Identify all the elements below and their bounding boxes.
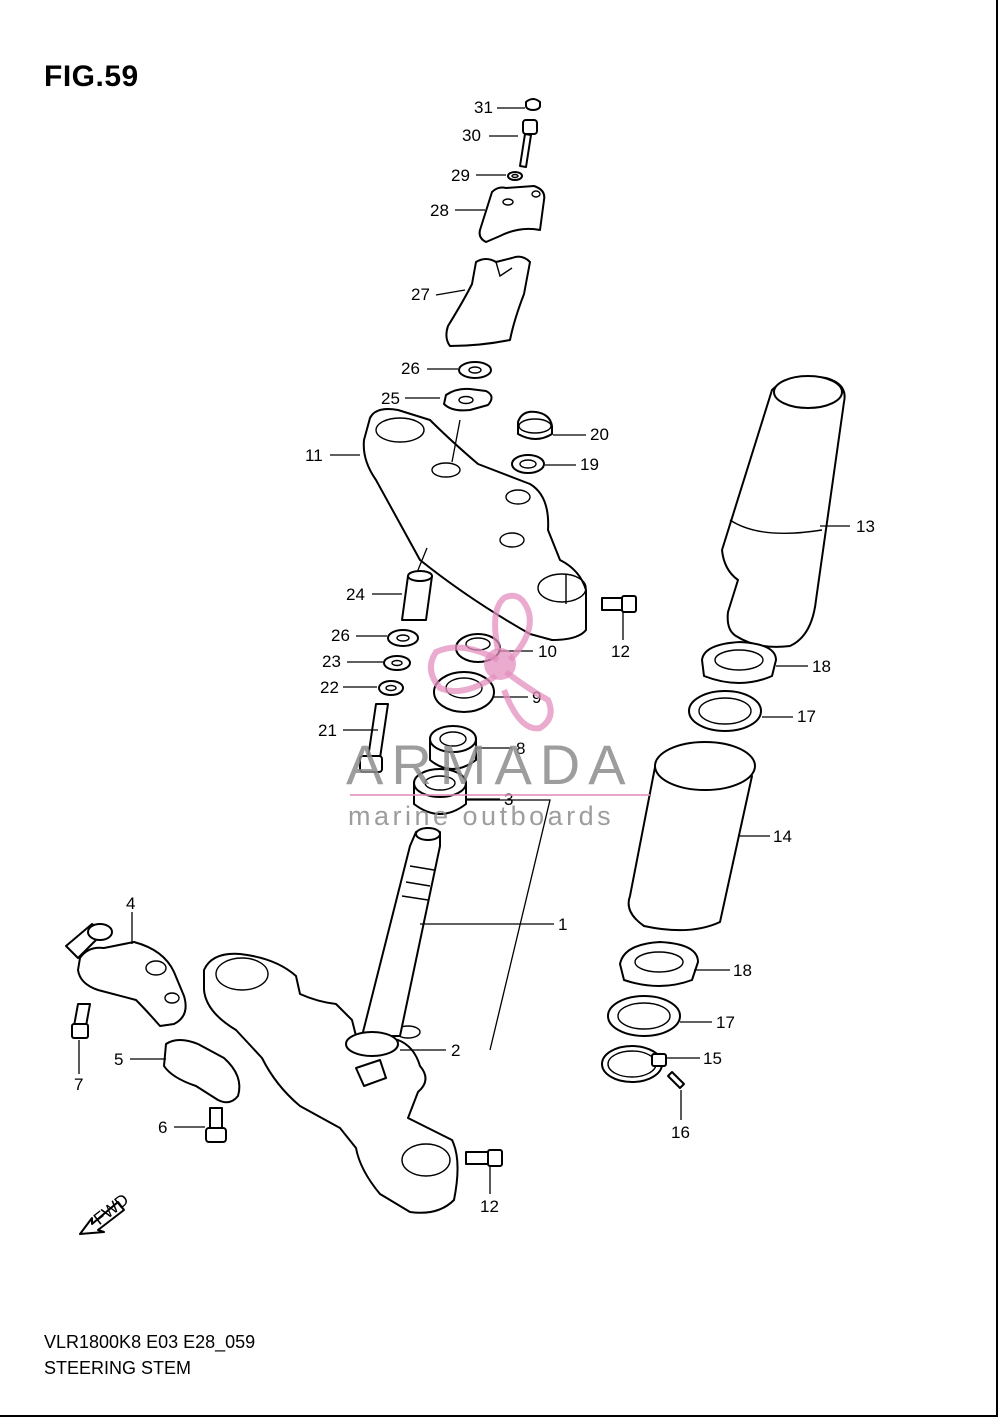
part-lock-cover-5 xyxy=(163,1039,241,1104)
callout-label-c4: 4 xyxy=(126,894,135,913)
callout-label-c19: 19 xyxy=(580,455,599,474)
part-washer-26-lower xyxy=(387,629,419,647)
part-plate-25 xyxy=(443,387,493,412)
part-bolt-6 xyxy=(205,1107,227,1143)
figure-title: FIG.59 xyxy=(44,60,139,93)
part-washer-17-lower xyxy=(607,995,681,1037)
callout-label-c12a: 12 xyxy=(611,642,630,661)
callout-label-c28: 28 xyxy=(430,201,449,220)
callout-label-c20: 20 xyxy=(590,425,609,444)
part-ring-18-lower xyxy=(619,941,699,987)
callout-label-c13: 13 xyxy=(856,517,875,536)
callout-label-c29: 29 xyxy=(451,166,470,185)
part-fork-cover-13 xyxy=(721,375,846,648)
callout-label-c30: 30 xyxy=(462,126,481,145)
part-bolt-12-upper xyxy=(601,595,637,613)
callout-leaders xyxy=(78,107,850,1194)
part-washer-17-upper xyxy=(688,690,762,732)
callout-label-c18a: 18 xyxy=(812,657,831,676)
callout-label-c11: 11 xyxy=(305,446,323,465)
callout-label-c31: 31 xyxy=(474,98,493,117)
callout-label-c16: 16 xyxy=(671,1123,690,1142)
part-steering-lock-4 xyxy=(65,923,187,1027)
callout-label-c24: 24 xyxy=(346,585,365,604)
part-bearing-8 xyxy=(429,725,477,770)
part-bolt-7 xyxy=(71,1003,91,1039)
callout-label-c21: 21 xyxy=(318,721,337,740)
part-washer-29 xyxy=(507,171,523,181)
part-fork-cover-14 xyxy=(627,741,756,932)
callout-label-c17a: 17 xyxy=(797,707,816,726)
part-bolt-30 xyxy=(519,119,538,168)
part-washer-26-upper xyxy=(458,361,492,379)
part-handlebar-holder-27 xyxy=(445,255,531,347)
callout-label-c15: 15 xyxy=(703,1049,722,1068)
part-bolt-21 xyxy=(359,703,389,773)
callout-label-c7: 7 xyxy=(74,1075,83,1094)
part-washer-19 xyxy=(511,454,545,474)
part-washer-23 xyxy=(383,655,411,671)
callout-label-c9: 9 xyxy=(532,688,541,707)
part-bolt-12-lower xyxy=(465,1149,503,1167)
part-clamp-15 xyxy=(601,1045,667,1083)
part-upper-bracket-11 xyxy=(362,408,587,641)
callout-label-c10: 10 xyxy=(538,642,557,661)
callout-label-c5: 5 xyxy=(114,1050,123,1069)
part-washer-22 xyxy=(378,680,404,696)
callout-label-c12b: 12 xyxy=(480,1197,499,1216)
callout-label-c8: 8 xyxy=(516,739,525,758)
callout-label-c26b: 26 xyxy=(331,626,350,645)
watermark-brand: ARMADA xyxy=(346,733,634,796)
watermark-tagline: marine outboards xyxy=(348,801,615,831)
callout-label-c27: 27 xyxy=(411,285,430,304)
callout-label-c22: 22 xyxy=(320,678,339,697)
callout-label-c17b: 17 xyxy=(716,1013,735,1032)
model-code: VLR1800K8 E03 E28_059 xyxy=(44,1332,256,1352)
part-steering-stem-1 xyxy=(203,827,459,1214)
part-bearing-3 xyxy=(413,768,467,815)
callout-label-c3: 3 xyxy=(504,790,513,809)
callout-label-c26a: 26 xyxy=(401,359,420,378)
callout-label-c6: 6 xyxy=(158,1118,167,1137)
part-screw-16 xyxy=(667,1071,685,1089)
callout-label-c18b: 18 xyxy=(733,961,752,980)
watermark-rule xyxy=(350,794,650,796)
part-spacer-24 xyxy=(401,570,433,621)
callout-label-c1: 1 xyxy=(558,915,567,934)
part-ring-18-upper xyxy=(701,641,777,684)
part-handlebar-clamp-28 xyxy=(478,185,546,243)
callout-label-c25: 25 xyxy=(381,389,400,408)
callout-label-c14: 14 xyxy=(773,827,792,846)
part-cap-31 xyxy=(525,98,541,111)
part-cap-20 xyxy=(517,410,553,440)
callout-label-c23: 23 xyxy=(322,652,341,671)
diagram-caption: STEERING STEM xyxy=(44,1358,192,1378)
callout-label-c2: 2 xyxy=(451,1041,460,1060)
